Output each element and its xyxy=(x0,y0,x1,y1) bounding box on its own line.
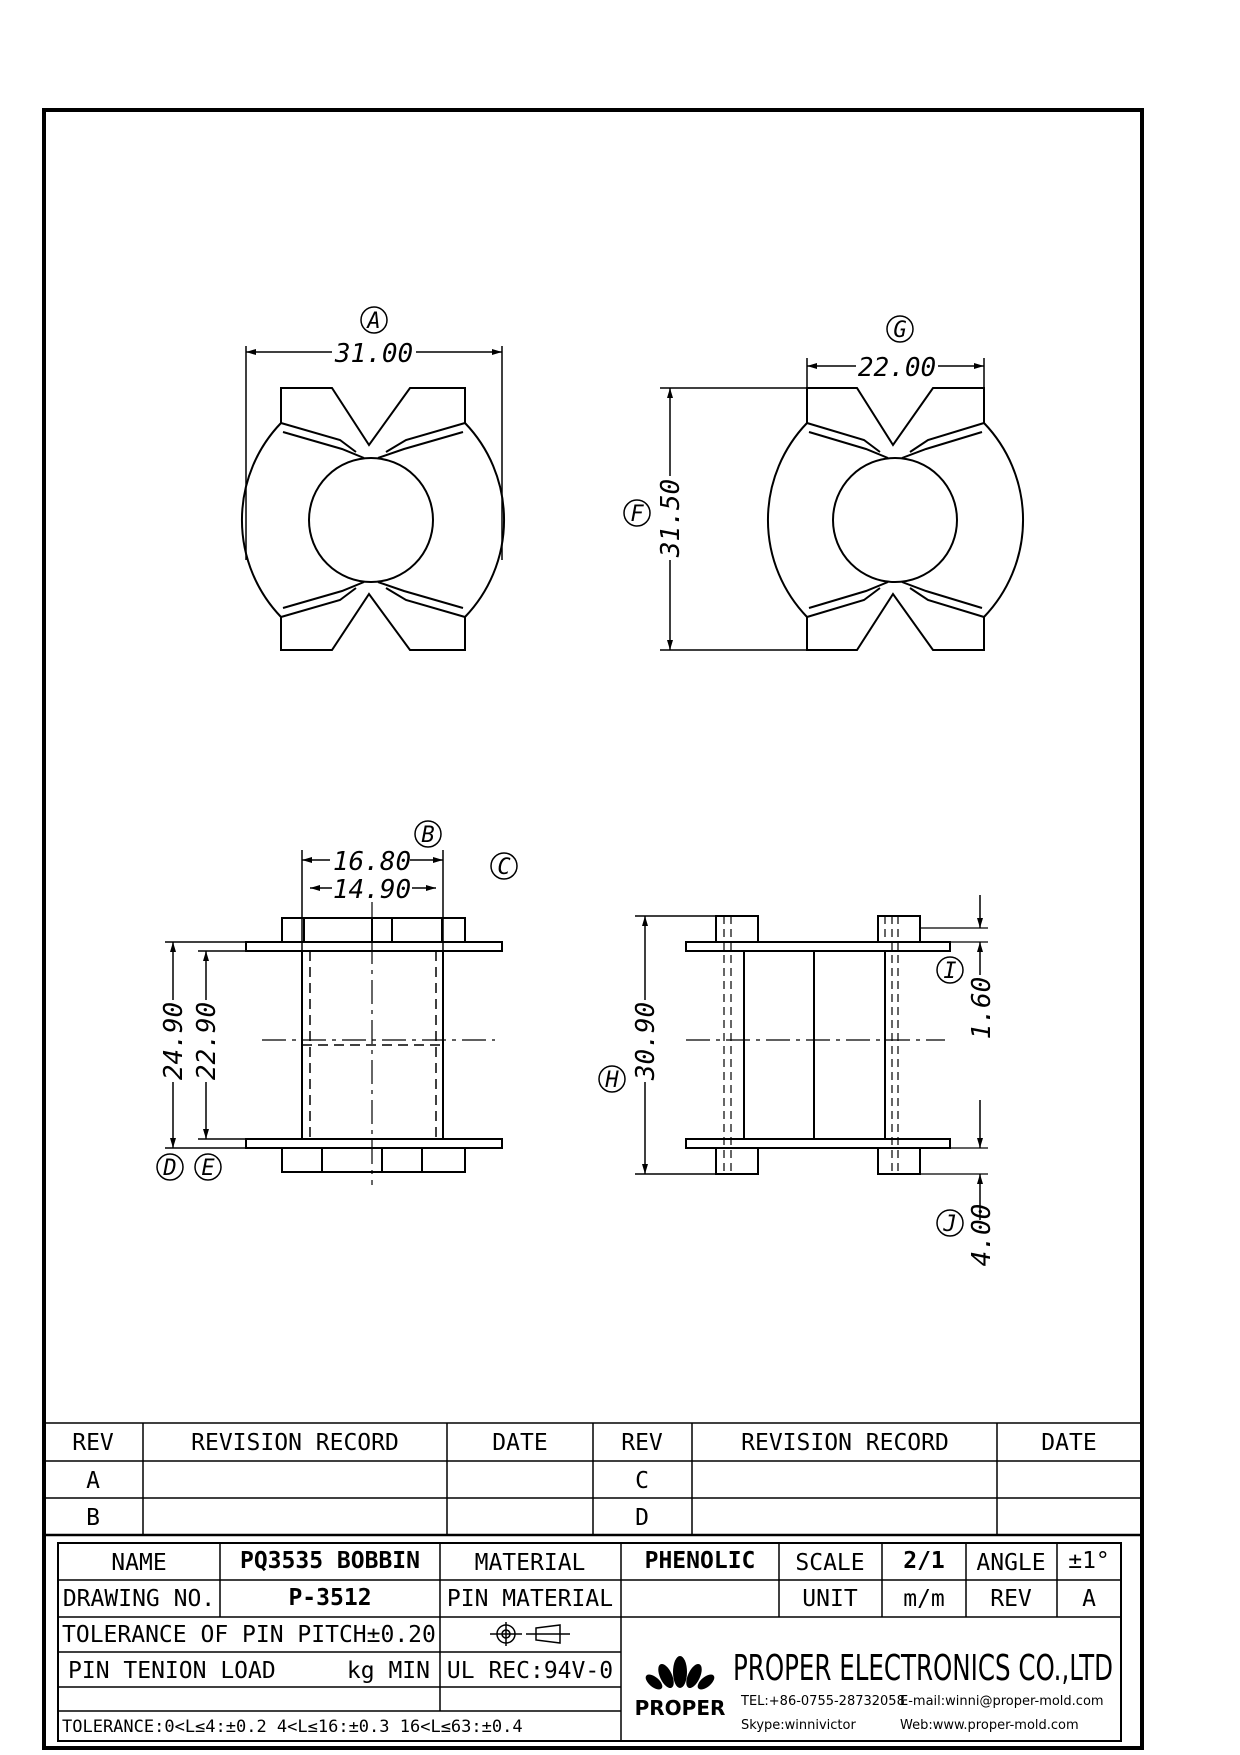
tolerance-line: TOLERANCE:0<L≤4:±0.2 4<L≤16:±0.3 16<L≤63… xyxy=(62,1717,523,1737)
rev-header-2: REV xyxy=(621,1430,663,1456)
dim-c: 14.90 C xyxy=(310,852,518,905)
projection-symbol-icon xyxy=(490,1622,570,1646)
pin-material-label: PIN MATERIAL xyxy=(447,1586,613,1612)
company-email: E-mail:winni@proper-mold.com xyxy=(900,1694,1104,1709)
company-tel: TEL:+86-0755-28732058 xyxy=(740,1694,905,1709)
logo-text: PROPER xyxy=(635,1696,726,1720)
dim-b-label: B xyxy=(421,823,434,848)
dim-d-value: 24.90 xyxy=(159,1002,189,1080)
rev-d: D xyxy=(635,1505,649,1531)
rev-value: A xyxy=(1082,1586,1096,1612)
top-view-left xyxy=(240,387,506,651)
revision-table xyxy=(44,1422,1142,1537)
company-name: PROPER ELECTRONICS CO.,LTD xyxy=(733,1648,1113,1689)
date-header-2: DATE xyxy=(1041,1430,1096,1456)
rev-header-1: REV xyxy=(72,1430,114,1456)
material-value: PHENOLIC xyxy=(645,1548,756,1574)
scale-label: SCALE xyxy=(795,1550,864,1576)
material-label: MATERIAL xyxy=(475,1550,586,1576)
top-view-right xyxy=(766,387,1025,651)
drawing-no-label: DRAWING NO. xyxy=(63,1586,215,1612)
dim-e-value: 22.90 xyxy=(192,1002,222,1080)
unit-label: UNIT xyxy=(802,1586,858,1612)
dim-e-label: E xyxy=(201,1156,215,1181)
dim-b: 16.80 B xyxy=(301,820,444,951)
company-logo xyxy=(645,1656,715,1690)
angle-value: ±1° xyxy=(1068,1548,1110,1574)
name-value: PQ3535 BOBBIN xyxy=(240,1548,420,1574)
scale-value: 2/1 xyxy=(903,1548,945,1574)
dim-g: 22.00 G xyxy=(806,315,985,388)
pin-tension-label: PIN TENION LOAD xyxy=(68,1658,276,1684)
dim-e: 22.90 E xyxy=(192,950,246,1181)
dim-f-label: F xyxy=(630,502,644,527)
dim-h: 30.90 H xyxy=(598,915,716,1175)
company-skype: Skype:winnivictor xyxy=(741,1718,856,1733)
dim-g-value: 22.00 xyxy=(858,353,936,383)
dim-a-label: A xyxy=(365,309,380,334)
dim-a-value: 31.00 xyxy=(334,339,413,369)
rev-a: A xyxy=(86,1468,100,1494)
drawing-border xyxy=(42,108,1144,1750)
dim-c-label: C xyxy=(497,855,511,880)
dim-i-label: I xyxy=(943,959,956,984)
record-header-2: REVISION RECORD xyxy=(741,1430,949,1456)
pin-pitch-tolerance: TOLERANCE OF PIN PITCH±0.20 xyxy=(62,1622,436,1648)
title-block-grid xyxy=(57,1542,1122,1742)
dim-f-value: 31.50 xyxy=(656,479,686,558)
dim-g-label: G xyxy=(893,318,906,343)
angle-label: ANGLE xyxy=(976,1550,1045,1576)
name-label: NAME xyxy=(111,1550,166,1576)
front-view xyxy=(245,900,503,1185)
dim-j-value: 4.00 xyxy=(967,1204,997,1267)
dim-f: 31.50 F xyxy=(623,387,807,651)
drawing-no-value: P-3512 xyxy=(288,1585,371,1611)
ul-rec: UL REC:94V-0 xyxy=(447,1658,613,1684)
dim-h-value: 30.90 xyxy=(631,1002,661,1081)
rev-label: REV xyxy=(990,1586,1032,1612)
dim-d-label: D xyxy=(162,1156,176,1181)
dim-j-label: J xyxy=(942,1212,956,1237)
dim-h-label: H xyxy=(604,1068,619,1093)
dim-a: 31.00 A xyxy=(245,306,503,560)
rev-c: C xyxy=(635,1468,649,1494)
rev-b: B xyxy=(86,1505,100,1531)
dim-i-value: 1.60 xyxy=(967,977,997,1040)
unit-value: m/m xyxy=(903,1586,945,1612)
company-web: Web:www.proper-mold.com xyxy=(900,1718,1079,1733)
date-header-1: DATE xyxy=(492,1430,547,1456)
record-header-1: REVISION RECORD xyxy=(191,1430,399,1456)
dim-i: 1.60 I xyxy=(920,895,997,1039)
pin-tension-unit: kg MIN xyxy=(347,1658,430,1684)
dim-d: 24.90 D xyxy=(156,941,246,1181)
side-view xyxy=(685,915,951,1175)
dim-c-value: 14.90 xyxy=(333,875,411,905)
dim-j: 4.00 J xyxy=(920,1100,997,1266)
dim-b-value: 16.80 xyxy=(333,847,411,877)
